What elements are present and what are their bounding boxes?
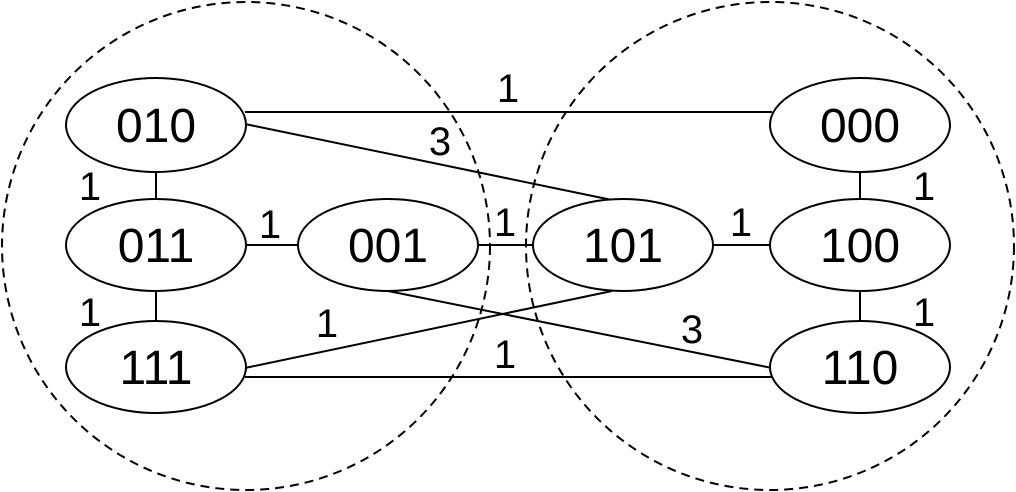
node-011: 011 — [65, 198, 247, 292]
edge-010-101 — [244, 123, 613, 201]
weight-100-110: 1 — [913, 291, 935, 335]
weight-001-101: 1 — [494, 201, 516, 245]
node-000-label: 000 — [820, 100, 900, 153]
node-110-label: 110 — [822, 342, 899, 395]
node-110: 110 — [769, 320, 951, 414]
weight-011-001: 1 — [259, 203, 281, 247]
weight-000-100: 1 — [913, 165, 935, 209]
weight-111-110: 1 — [494, 333, 516, 377]
node-011-label: 011 — [118, 220, 195, 273]
node-100: 100 — [769, 198, 951, 292]
weight-011-111: 1 — [79, 291, 101, 335]
weight-111-101: 1 — [316, 302, 338, 346]
node-001: 001 — [297, 198, 479, 292]
edge-111-101 — [244, 290, 613, 369]
node-100-label: 100 — [820, 220, 900, 273]
weight-001-110: 3 — [681, 308, 703, 352]
node-111-label: 111 — [120, 342, 193, 395]
node-000: 000 — [769, 77, 951, 173]
edge-001-110 — [387, 290, 773, 369]
weight-010-101: 3 — [429, 120, 451, 164]
node-001-label: 001 — [348, 220, 428, 273]
weight-010-011: 1 — [79, 165, 101, 209]
weight-101-100: 1 — [730, 201, 752, 245]
weight-010-000: 1 — [497, 67, 519, 111]
node-101: 101 — [532, 198, 714, 292]
node-111: 111 — [65, 320, 247, 414]
node-101-label: 101 — [583, 220, 663, 273]
node-010: 010 — [65, 77, 247, 173]
node-010-label: 010 — [116, 100, 196, 153]
